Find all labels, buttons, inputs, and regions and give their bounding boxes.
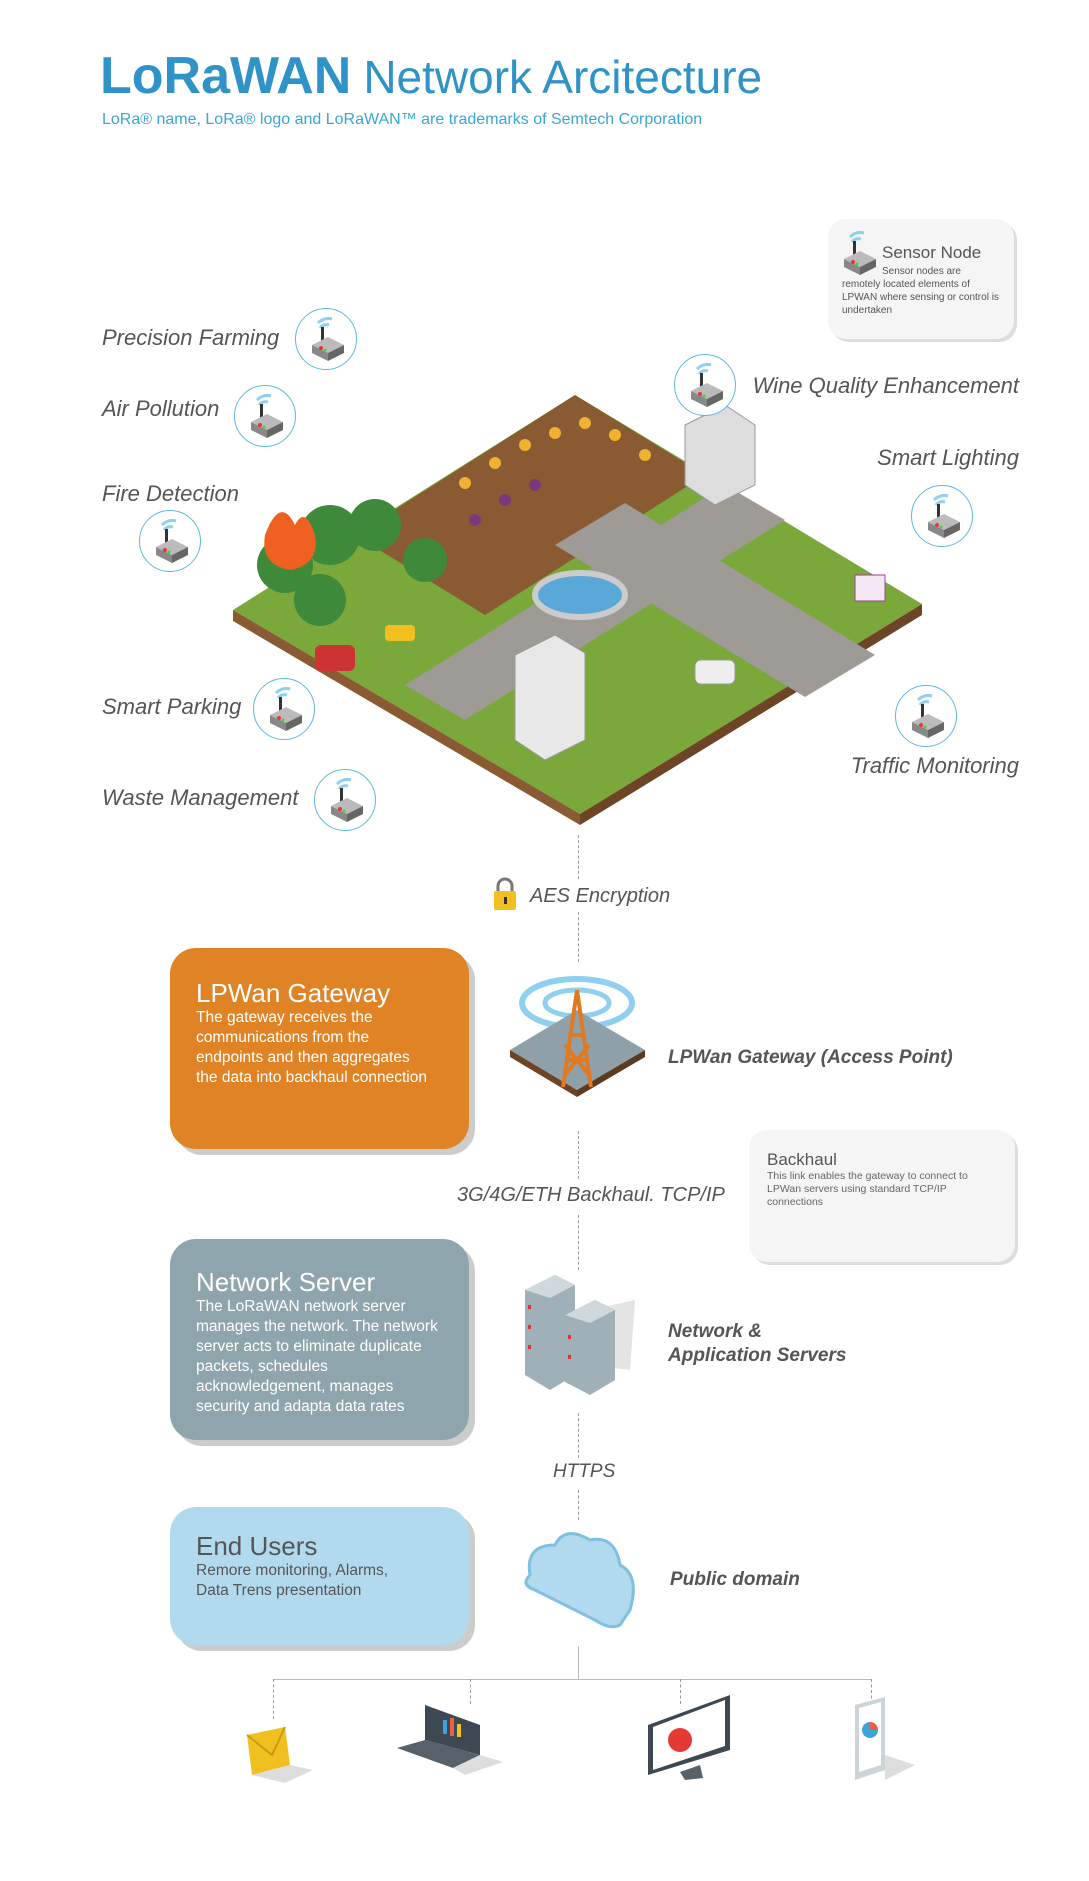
- building: [684, 404, 756, 506]
- sensor-node-icon: [911, 485, 973, 547]
- connector-line: [680, 1679, 681, 1704]
- sensor-node-card: Sensor Node Sensor nodes are remotely lo…: [828, 219, 1014, 339]
- gateway-label: LPWan Gateway (Access Point): [668, 1047, 953, 1068]
- https-label: HTTPS: [553, 1461, 616, 1482]
- connector-line: [578, 912, 579, 962]
- monitor-chart-icon: [648, 1695, 730, 1780]
- connector-line: [273, 1679, 274, 1719]
- connector-line: [578, 1646, 579, 1679]
- connector-line: [578, 1413, 579, 1458]
- building: [514, 634, 586, 761]
- server-label-line1: Network &: [668, 1321, 762, 1342]
- sensor-node-icon: [253, 678, 315, 740]
- connector-line: [578, 1215, 579, 1270]
- label-smart-lighting: Smart Lighting: [877, 445, 1019, 470]
- laptop-icon: [397, 1705, 503, 1775]
- tablet-icon: [855, 1697, 915, 1780]
- connector-line: [871, 1679, 872, 1704]
- email-icon: [246, 1726, 313, 1783]
- public-domain-label: Public domain: [670, 1569, 800, 1590]
- sensor-node-icon: [234, 385, 296, 447]
- subtitle: LoRa® name, LoRa® logo and LoRaWAN™ are …: [102, 111, 703, 128]
- backhaul-link-label: 3G/4G/ETH Backhaul. TCP/IP: [457, 1184, 725, 1206]
- connector-line: [578, 1490, 579, 1520]
- encryption-label: AES Encryption: [530, 885, 671, 907]
- label-wine-quality: Wine Quality Enhancement: [752, 373, 1019, 398]
- sensor-node-icon: [674, 354, 736, 416]
- sensor-node-icon: [895, 685, 957, 747]
- network-server-box: Network Server The LoRaWAN network serve…: [170, 1239, 469, 1440]
- label-traffic-monitoring: Traffic Monitoring: [850, 753, 1019, 778]
- fire: [264, 512, 316, 570]
- fountain: [532, 570, 628, 620]
- gateway-box: LPWan Gateway The gateway receives the c…: [170, 948, 469, 1149]
- road: [555, 503, 875, 697]
- servers-icon: [525, 1275, 635, 1395]
- van: [315, 645, 355, 671]
- lock-icon: [494, 877, 516, 910]
- shop: [854, 574, 886, 602]
- van: [694, 659, 736, 685]
- label-smart-parking: Smart Parking: [102, 694, 242, 719]
- sensor-node-icon: [295, 308, 357, 370]
- sensor-node-icon: [314, 769, 376, 831]
- connector-line: [470, 1679, 471, 1704]
- smart-city-illustration: [233, 395, 922, 825]
- connector-line: [273, 1679, 871, 1680]
- server-label-line2: Application Servers: [668, 1345, 847, 1366]
- taxi: [385, 625, 415, 641]
- label-waste-management: Waste Management: [102, 785, 299, 810]
- backhaul-card: Backhaul This link enables the gateway t…: [749, 1130, 1015, 1262]
- label-precision-farming: Precision Farming: [102, 325, 280, 350]
- gateway-tower-icon: [510, 976, 645, 1097]
- cloud-icon: [524, 1532, 635, 1629]
- label-air-pollution: Air Pollution: [102, 396, 220, 421]
- end-users-box: End Users Remore monitoring, Alarms, Dat…: [170, 1507, 469, 1645]
- label-fire-detection: Fire Detection: [102, 481, 239, 506]
- sensor-node-icon: [139, 510, 201, 572]
- connector-line: [578, 835, 579, 879]
- connector-line: [578, 1131, 579, 1179]
